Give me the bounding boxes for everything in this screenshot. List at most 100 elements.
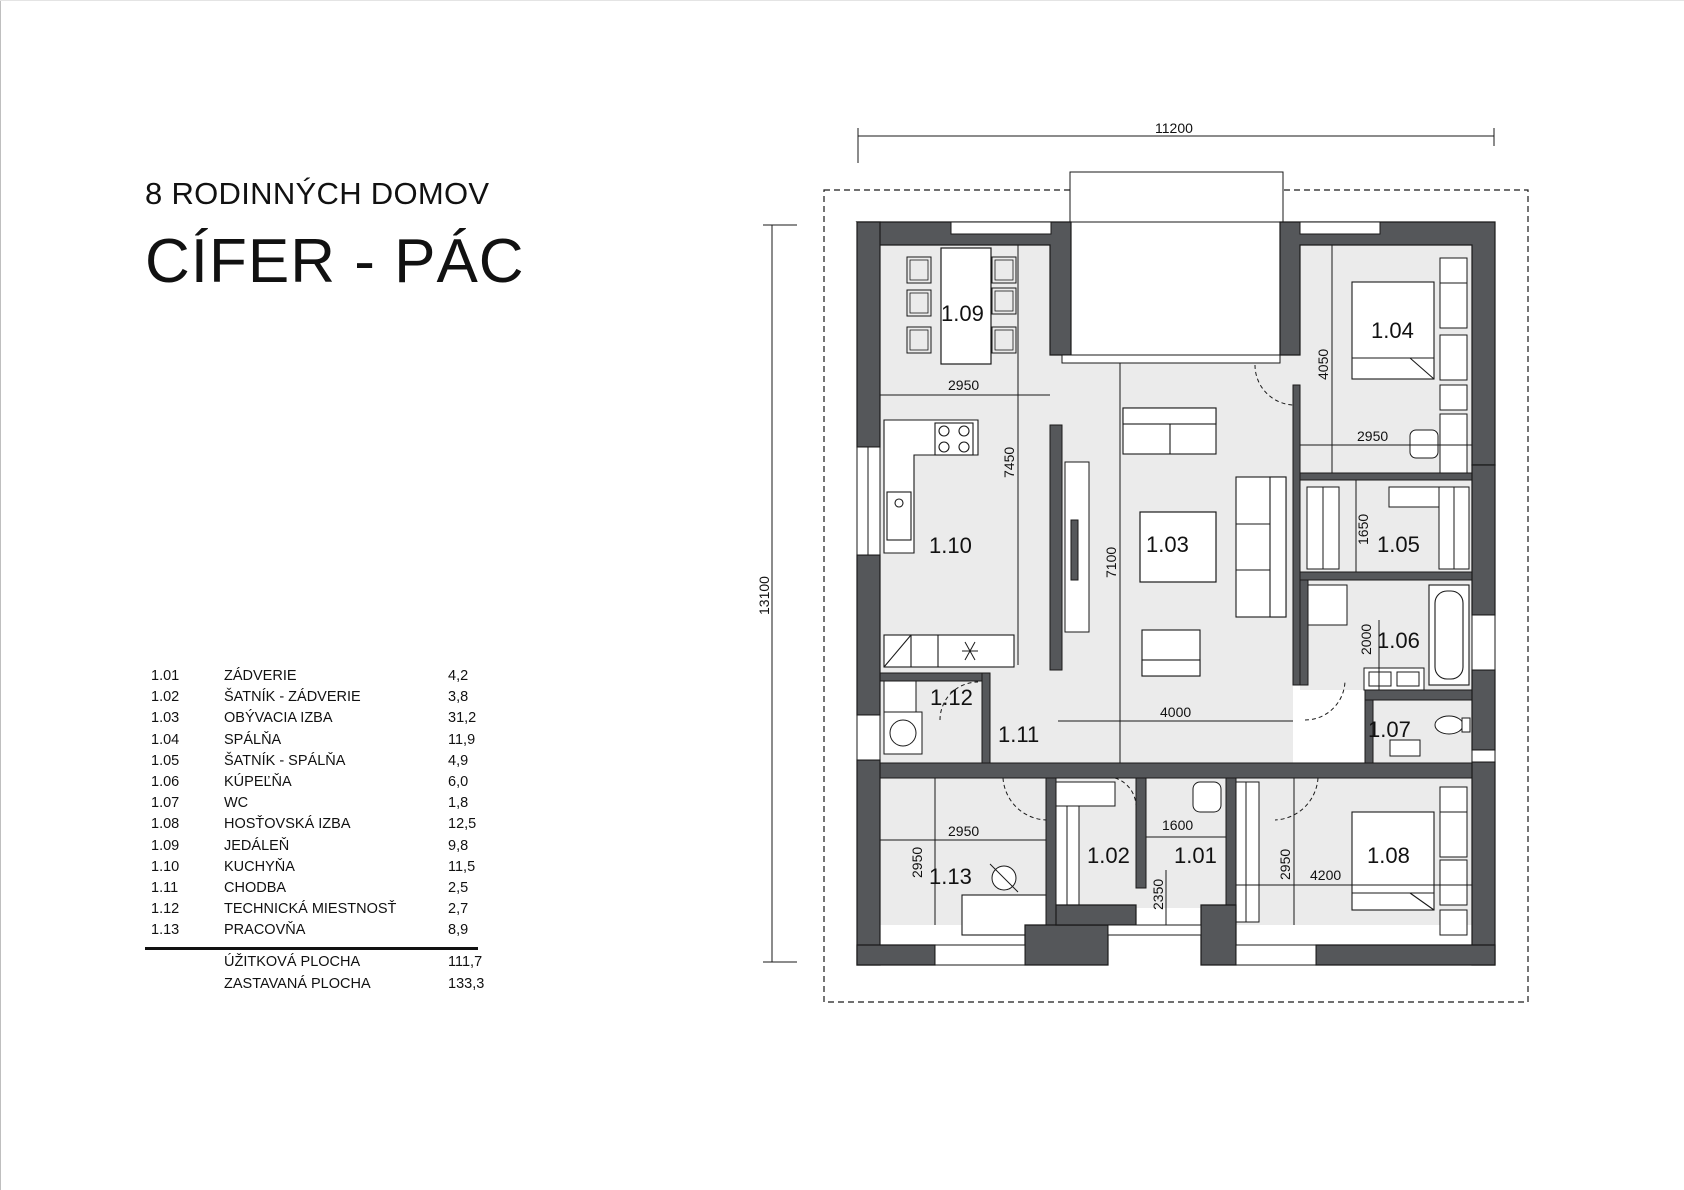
room-label-1-11: 1.11 [998, 722, 1039, 747]
room-area: 31,2 [448, 710, 477, 727]
dining-table-icon [906, 247, 1017, 365]
room-area: 6,0 [448, 773, 469, 790]
room-label-1-07: 1.07 [1368, 717, 1411, 742]
room-name: PRACOVŇA [224, 922, 306, 939]
schedule-row: 1.07 WC 1,8 [145, 795, 480, 816]
dim-bedroom-height: 4050 [1315, 349, 1331, 380]
coffee-table-icon [1139, 511, 1217, 583]
schedule-row: 1.01 ZÁDVERIE 4,2 [145, 668, 480, 689]
room-number: 1.10 [151, 858, 180, 875]
total-area: 133,3 [448, 975, 485, 992]
dim-kitchen-height: 7450 [1001, 447, 1017, 478]
kitchen-counter-icon [883, 419, 1015, 668]
exterior-walls [855, 221, 1496, 966]
schedule-row: 1.12 TECHNICKÁ MIESTNOSŤ 2,7 [145, 901, 480, 922]
room-label-1-09: 1.09 [941, 301, 984, 326]
project-subtitle: 8 RODINNÝCH DOMOV [145, 176, 490, 211]
room-name: HOSŤOVSKÁ IZBA [224, 816, 351, 833]
room-number: 1.13 [151, 922, 180, 939]
room-name: KUCHYŇA [224, 858, 295, 875]
room-number: 1.03 [151, 710, 180, 727]
room-area: 12,5 [448, 816, 477, 833]
schedule-row: 1.08 HOSŤOVSKÁ IZBA 12,5 [145, 816, 480, 837]
room-number: 1.04 [151, 731, 180, 748]
dim-overall-height: 13100 [756, 576, 772, 615]
dim-entry-width: 1600 [1162, 817, 1193, 833]
boiler-icon [883, 679, 923, 755]
room-number: 1.05 [151, 752, 180, 769]
terrace-canopy [1069, 171, 1284, 223]
room-label-1-05: 1.05 [1377, 532, 1420, 557]
room-label-1-04: 1.04 [1371, 318, 1414, 343]
page-frame-left [0, 0, 1, 1190]
dim-guest-height: 2950 [1277, 849, 1293, 880]
oven-icon [962, 641, 978, 661]
bathtub-icon [1428, 584, 1470, 686]
wardrobe-icon [1233, 781, 1468, 936]
room-area: 9,8 [448, 837, 469, 854]
sofa-icon [1122, 407, 1217, 455]
dim-guest-width: 4200 [1310, 867, 1341, 883]
dim-overall-width: 11200 [1155, 120, 1193, 136]
tv-unit-icon [1064, 461, 1090, 633]
room-label-1-13: 1.13 [929, 864, 972, 889]
room-name: WC [224, 795, 249, 812]
room-area: 4,2 [448, 668, 469, 684]
room-name: JEDÁLEŇ [224, 837, 290, 854]
dimension-lines [763, 128, 1495, 963]
room-area: 11,5 [448, 858, 476, 875]
total-name: ÚŽITKOVÁ PLOCHA [224, 954, 361, 971]
schedule-total-row: ÚŽITKOVÁ PLOCHA 111,7 [145, 954, 483, 975]
schedule-row: 1.03 OBÝVACIA IZBA 31,2 [145, 710, 480, 731]
room-number: 1.07 [151, 795, 180, 812]
room-area: 3,8 [448, 689, 469, 706]
room-number: 1.01 [151, 668, 180, 684]
room-area: 2,5 [448, 879, 469, 896]
room-name: CHODBA [224, 879, 287, 896]
room-number: 1.08 [151, 816, 180, 833]
total-area: 111,7 [448, 954, 483, 971]
room-label-1-08: 1.08 [1367, 843, 1410, 868]
project-title: CÍFER - PÁC [145, 227, 525, 296]
dim-living-height: 7100 [1103, 547, 1119, 578]
room-number: 1.09 [151, 837, 180, 854]
armchair-icon [1192, 781, 1222, 813]
office-chair-icon [989, 863, 1019, 893]
double-bed-icon [1351, 281, 1435, 380]
room-label-1-02: 1.02 [1087, 843, 1130, 868]
room-area: 2,7 [448, 901, 469, 918]
room-name: OBÝVACIA IZBA [224, 710, 333, 727]
dim-living-width: 4000 [1160, 704, 1191, 720]
schedule-row: 1.05 ŠATNÍK - SPÁLŇA 4,9 [145, 753, 480, 774]
room-number: 1.02 [151, 689, 180, 706]
room-name: ZÁDVERIE [224, 668, 297, 684]
windows [856, 221, 1496, 966]
schedule-row: 1.04 SPÁLŇA 11,9 [145, 732, 480, 753]
schedule-row: 1.13 PRACOVŇA 8,9 [145, 922, 480, 943]
washbasin-icon [1363, 667, 1425, 691]
room-number: 1.11 [151, 879, 179, 896]
room-name: TECHNICKÁ MIESTNOSŤ [224, 901, 397, 918]
dim-wardrobe-height: 1650 [1355, 514, 1371, 545]
room-label-1-10: 1.10 [929, 533, 972, 558]
room-area: 11,9 [448, 731, 476, 748]
dim-bedroom-width: 2950 [1357, 428, 1388, 444]
room-schedule: 1.01 ZÁDVERIE 4,2 1.02 ŠATNÍK - ZÁDVERIE… [145, 668, 484, 997]
room-name: ŠATNÍK - SPÁLŇA [224, 752, 346, 769]
door-swings [939, 364, 1346, 821]
schedule-row: 1.11 CHODBA 2,5 [145, 880, 480, 901]
room-area: 4,9 [448, 752, 469, 769]
interior-partitions [879, 384, 1473, 926]
wardrobe-rails-icon [1054, 781, 1116, 907]
chair-icon [1141, 629, 1201, 677]
dim-bath-height: 2000 [1358, 624, 1374, 655]
schedule-row: 1.10 KUCHYŇA 11,5 [145, 859, 480, 880]
dim-entry-height: 2350 [1150, 879, 1166, 910]
armchair-icon [1409, 429, 1439, 459]
dim-study-height: 2950 [909, 847, 925, 878]
room-label-1-12: 1.12 [930, 685, 973, 710]
room-name: ŠATNÍK - ZÁDVERIE [224, 689, 361, 706]
schedule-total-row: ZASTAVANÁ PLOCHA 133,3 [145, 976, 484, 997]
page-frame-top [0, 0, 1684, 1]
